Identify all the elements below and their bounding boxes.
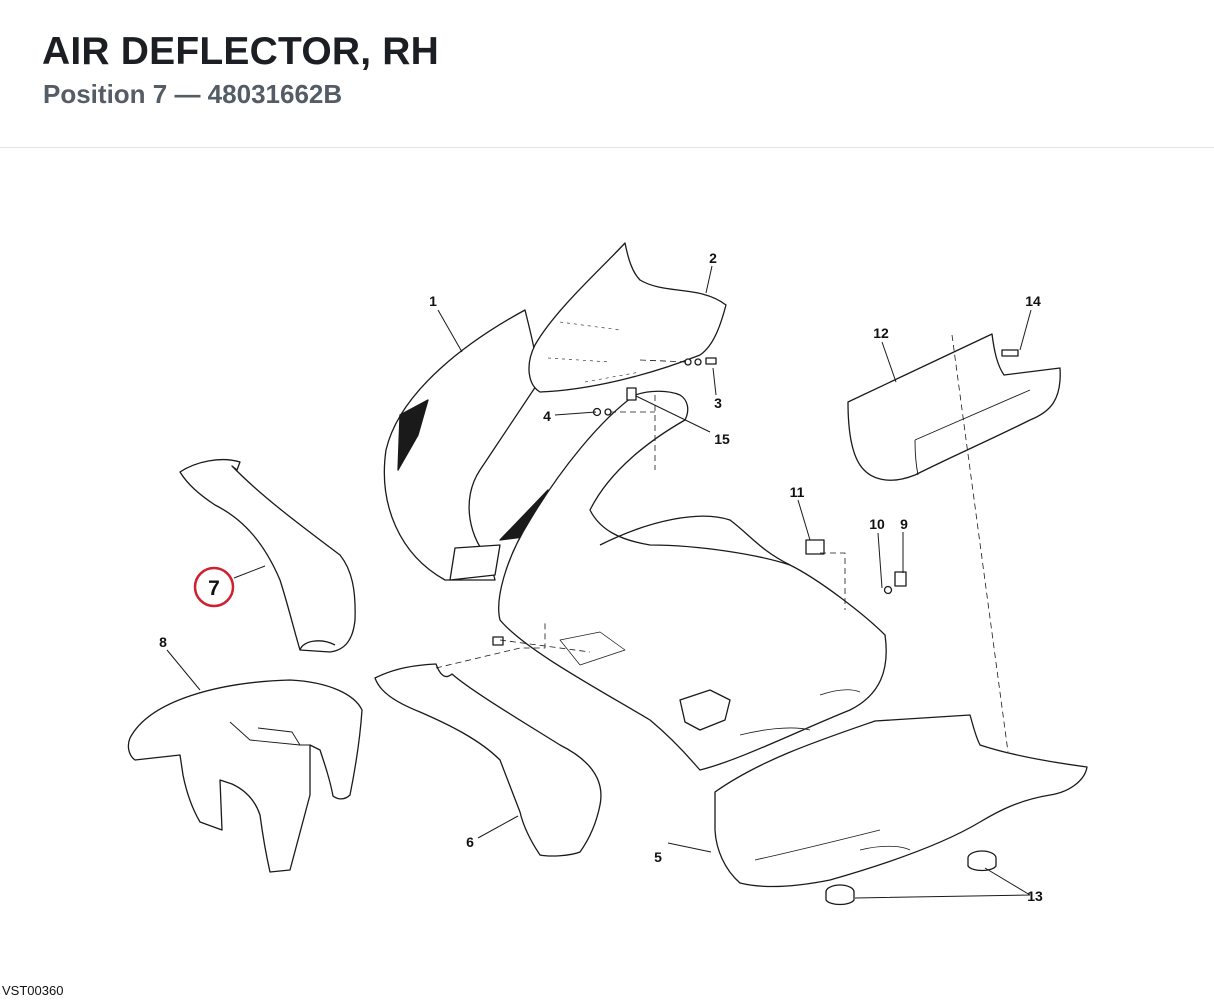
page-title: AIR DEFLECTOR, RH	[42, 30, 440, 73]
exploded-parts-diagram: 1 2 3 4 5 6 8 9 10 11 12 13 14 15 7	[127, 242, 1088, 906]
callout-1[interactable]: 1	[429, 293, 437, 309]
callout-9[interactable]: 9	[900, 516, 908, 532]
callout-11[interactable]: 11	[790, 484, 805, 500]
part-air-deflector-rh[interactable]	[179, 459, 356, 653]
callout-14[interactable]: 14	[1025, 293, 1041, 309]
callout-2[interactable]: 2	[709, 250, 717, 266]
part-side-fairing[interactable]	[498, 390, 887, 771]
callout-7[interactable]: 7	[208, 577, 220, 600]
callout-12[interactable]: 12	[873, 325, 889, 341]
part-heat-shield[interactable]	[847, 333, 1061, 481]
callout-5[interactable]: 5	[654, 849, 662, 865]
callout-6[interactable]: 6	[466, 834, 474, 850]
part-lower-side-panel[interactable]	[374, 663, 602, 857]
callout-10[interactable]: 10	[869, 516, 885, 532]
leader-lines	[166, 265, 1032, 899]
callout-3[interactable]: 3	[714, 395, 722, 411]
part-belly-pan[interactable]	[714, 714, 1088, 888]
callout-4[interactable]: 4	[543, 408, 551, 424]
part-front-mudguard[interactable]	[127, 679, 363, 873]
callout-8[interactable]: 8	[159, 634, 167, 650]
page-subtitle: Position 7 — 48031662B	[43, 79, 343, 109]
callout-13[interactable]: 13	[1027, 888, 1043, 904]
part-windscreen[interactable]	[528, 242, 727, 393]
callout-15[interactable]: 15	[714, 431, 730, 447]
page-header: AIR DEFLECTOR, RH Position 7 — 48031662B	[0, 0, 1214, 148]
drawing-code: VST00360	[2, 983, 64, 998]
assembly-lines	[435, 334, 1009, 753]
callout-7-highlight[interactable]: 7	[193, 566, 235, 608]
